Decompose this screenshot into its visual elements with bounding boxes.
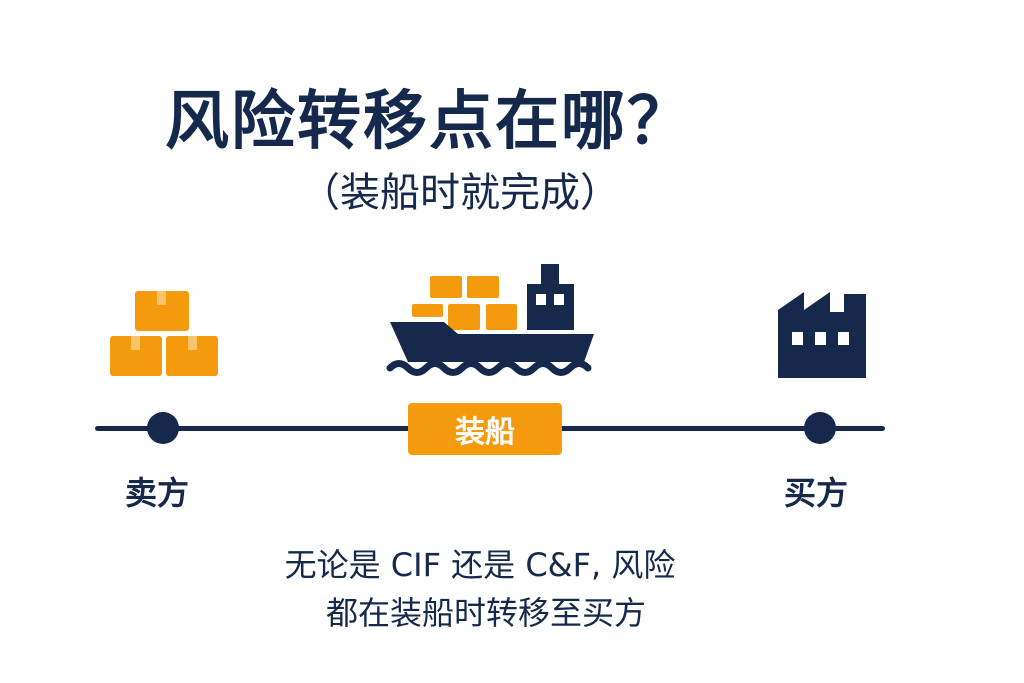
- note-line-2: 都在装船时转移至买方: [325, 594, 646, 632]
- boxes-icon: [110, 291, 218, 376]
- buyer-label: 买方: [784, 474, 849, 512]
- cargo-ship-icon: [386, 264, 594, 376]
- factory-icon: [778, 292, 866, 378]
- seller-node: [147, 412, 179, 444]
- loading-stage-badge: 装船: [408, 403, 562, 455]
- note-line-1: 无论是 CIF 还是 C&F, 风险: [284, 546, 676, 584]
- subtitle: （装船时就完成）: [300, 170, 620, 216]
- buyer-node: [804, 412, 836, 444]
- stage-label: 装船: [455, 415, 515, 450]
- page-title: 风险转移点在哪？: [165, 85, 693, 159]
- seller-label: 卖方: [125, 474, 190, 512]
